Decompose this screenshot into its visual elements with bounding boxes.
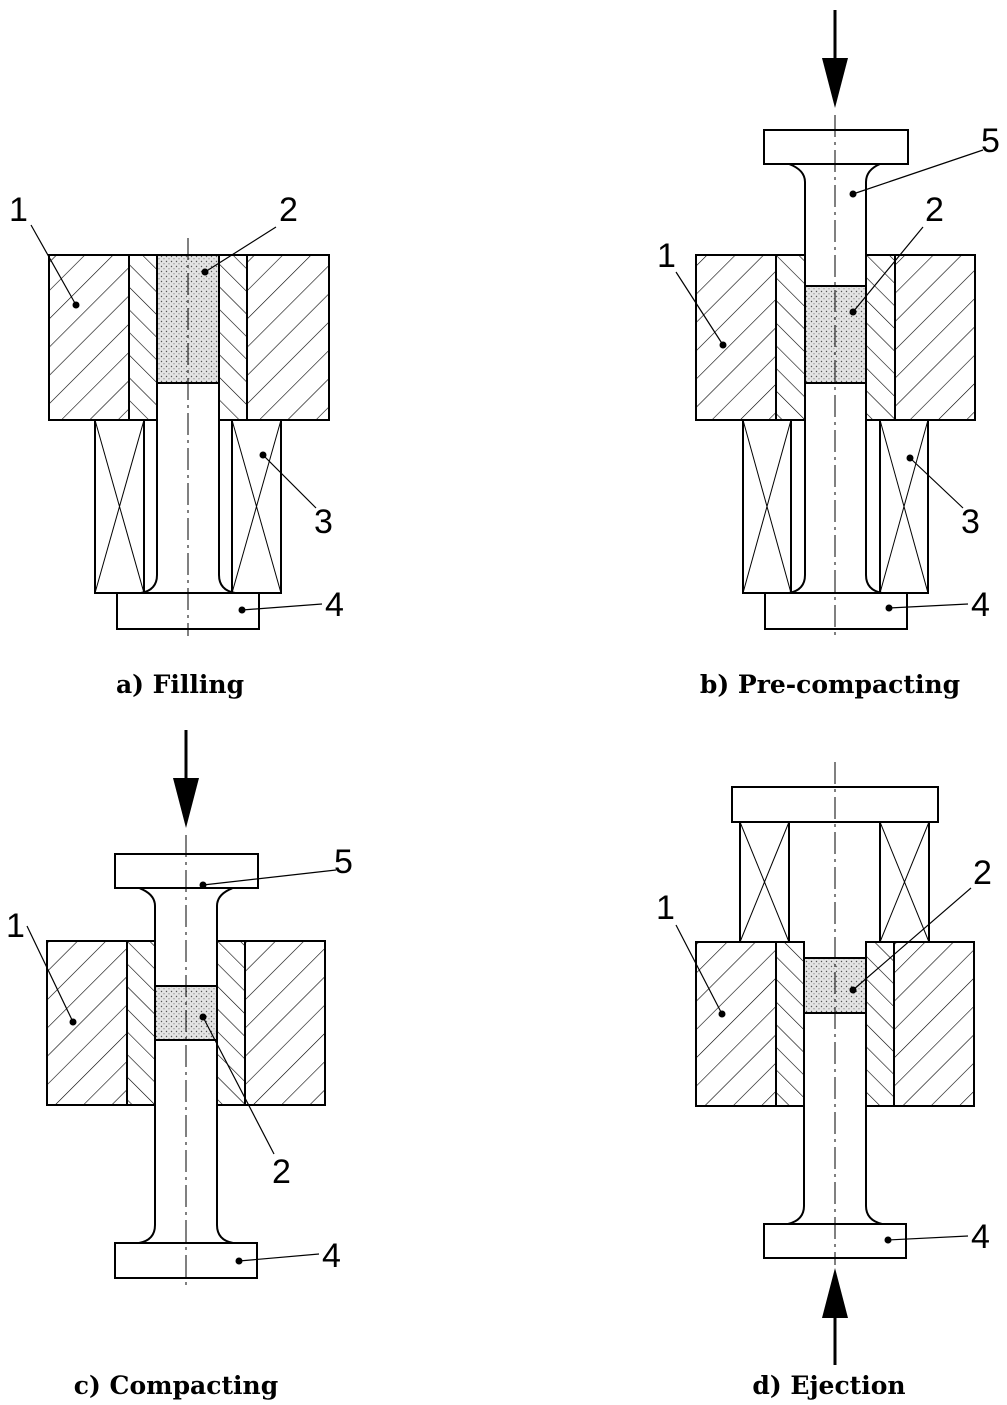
caption-ejection: d) Ejection: [752, 1371, 905, 1400]
die-d: [695, 941, 975, 1107]
die-b: [695, 254, 976, 421]
panel-compacting: [46, 730, 326, 1288]
callout-c-2: 2: [272, 1153, 291, 1191]
callout-c-4: 4: [322, 1237, 341, 1275]
panel-filling: [48, 238, 330, 636]
caption-pre-compacting: b) Pre-compacting: [700, 670, 960, 699]
callout-d-1: 1: [656, 889, 675, 927]
leader-lines: [26, 149, 984, 1262]
panel-ejection: [695, 762, 975, 1365]
force-arrow-d: [822, 1268, 848, 1365]
callout-c-5: 5: [334, 843, 353, 881]
panel-pre-compacting: [695, 10, 976, 636]
caption-compacting: c) Compacting: [74, 1371, 278, 1400]
upper-punch-b: [763, 129, 909, 286]
callout-b-5: 5: [981, 122, 1000, 160]
callout-a-1: 1: [9, 191, 28, 229]
callout-b-4: 4: [971, 586, 990, 624]
lower-punch-c: [114, 1040, 258, 1279]
callout-a-3: 3: [314, 503, 333, 541]
die-c: [46, 940, 326, 1106]
die-a: [48, 254, 330, 421]
callout-d-4: 4: [971, 1218, 990, 1256]
callout-a-4: 4: [325, 586, 344, 624]
leader-dots: [69, 190, 914, 1265]
callout-c-1: 1: [6, 907, 25, 945]
callout-b-2: 2: [925, 191, 944, 229]
callout-a-2: 2: [279, 191, 298, 229]
callout-b-3: 3: [961, 503, 980, 541]
force-arrow-b: [822, 10, 848, 108]
caption-filling: a) Filling: [116, 670, 244, 699]
callout-b-1: 1: [657, 237, 676, 275]
lower-punch-b: [764, 383, 908, 630]
force-arrow-c: [173, 730, 199, 828]
callout-d-2: 2: [973, 854, 992, 892]
